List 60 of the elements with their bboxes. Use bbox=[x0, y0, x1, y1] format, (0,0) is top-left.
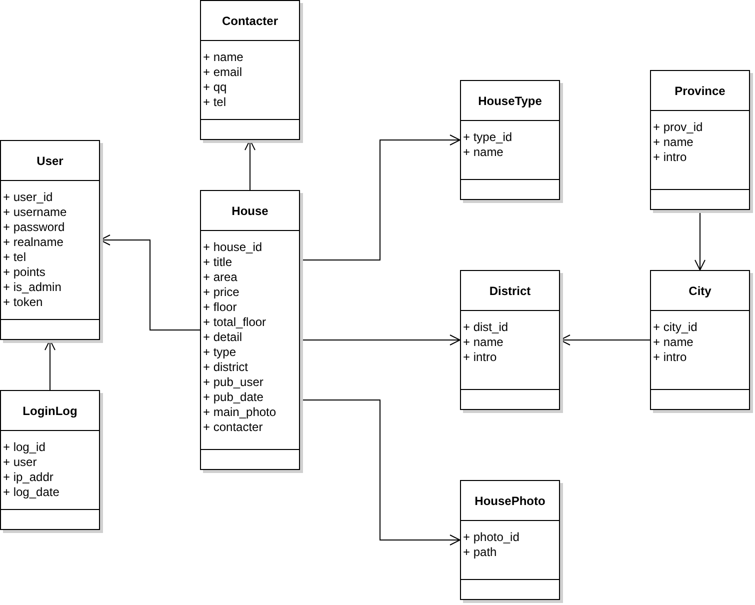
attribute-text: + area bbox=[203, 270, 238, 285]
attribute-text: + floor bbox=[203, 300, 237, 315]
attribute-text: + user_id bbox=[3, 190, 53, 205]
attribute-text: + total_floor bbox=[203, 315, 266, 330]
class-box bbox=[460, 480, 560, 600]
attribute-text: + qq bbox=[203, 80, 227, 95]
attribute-text: + main_photo bbox=[203, 405, 276, 420]
attribute-text: + title bbox=[203, 255, 232, 270]
attribute-text: + type_id bbox=[463, 130, 512, 145]
class-box bbox=[200, 190, 300, 470]
class-box bbox=[650, 70, 750, 210]
attribute-text: + name bbox=[203, 50, 244, 65]
attribute-text: + points bbox=[3, 265, 46, 280]
class-box bbox=[460, 80, 560, 200]
attribute-text: + house_id bbox=[203, 240, 262, 255]
attribute-text: + intro bbox=[653, 350, 687, 365]
attribute-text: + email bbox=[203, 65, 242, 80]
attribute-text: + contacter bbox=[203, 420, 263, 435]
class-box bbox=[200, 0, 300, 140]
attribute-text: + pub_date bbox=[203, 390, 264, 405]
class-name: HousePhoto bbox=[474, 494, 546, 508]
attribute-text: + username bbox=[3, 205, 67, 220]
attribute-text: + intro bbox=[463, 350, 497, 365]
class-name: User bbox=[36, 154, 64, 168]
attribute-text: + user bbox=[3, 455, 37, 470]
class-name: District bbox=[489, 284, 531, 298]
attribute-text: + ip_addr bbox=[3, 470, 54, 485]
class-name: HouseType bbox=[478, 94, 542, 108]
attribute-text: + log_id bbox=[3, 440, 46, 455]
attribute-text: + city_id bbox=[653, 320, 698, 335]
attribute-text: + name bbox=[653, 335, 694, 350]
class-name: City bbox=[688, 284, 712, 298]
attribute-text: + photo_id bbox=[463, 530, 520, 545]
class-name: Contacter bbox=[222, 14, 278, 28]
attribute-text: + detail bbox=[203, 330, 242, 345]
attribute-text: + price bbox=[203, 285, 240, 300]
attribute-text: + token bbox=[3, 295, 43, 310]
class-name: LoginLog bbox=[22, 404, 78, 418]
class-name: House bbox=[232, 204, 268, 218]
attribute-text: + tel bbox=[203, 95, 226, 110]
class-box bbox=[0, 390, 100, 530]
attribute-text: + pub_user bbox=[203, 375, 264, 390]
attribute-text: + type bbox=[203, 345, 236, 360]
attribute-text: + dist_id bbox=[463, 320, 508, 335]
attribute-text: + district bbox=[203, 360, 248, 375]
attribute-text: + realname bbox=[3, 235, 64, 250]
class-box bbox=[460, 270, 560, 410]
attribute-text: + prov_id bbox=[653, 120, 703, 135]
class-box bbox=[0, 140, 100, 340]
class-name: Province bbox=[674, 84, 726, 98]
attribute-text: + tel bbox=[3, 250, 26, 265]
attribute-text: + path bbox=[463, 545, 497, 560]
attribute-text: + password bbox=[3, 220, 65, 235]
attribute-text: + log_date bbox=[3, 485, 60, 500]
attribute-text: + is_admin bbox=[3, 280, 62, 295]
attribute-text: + name bbox=[463, 145, 504, 160]
class-box bbox=[650, 270, 750, 410]
attribute-text: + name bbox=[463, 335, 504, 350]
attribute-text: + intro bbox=[653, 150, 687, 165]
attribute-text: + name bbox=[653, 135, 694, 150]
